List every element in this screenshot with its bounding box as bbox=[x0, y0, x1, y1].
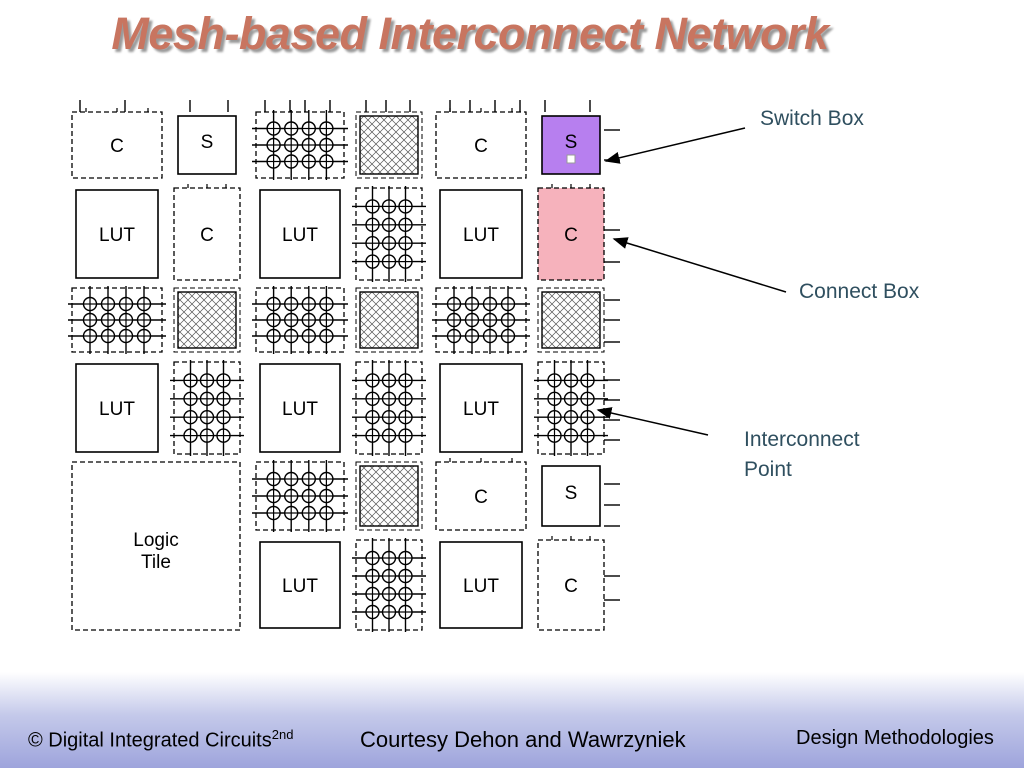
lut-block bbox=[75, 189, 159, 279]
switch-box-label: S bbox=[565, 483, 578, 504]
tile-ip4-0-2 bbox=[252, 110, 348, 180]
lut-label: LUT bbox=[99, 399, 135, 420]
logic-tile-label-line2: Tile bbox=[141, 552, 171, 573]
interconnect-point-label-line1: Interconnect bbox=[744, 428, 860, 451]
tile-x-2-1 bbox=[173, 287, 241, 353]
tile-c-0-0: C bbox=[71, 108, 163, 179]
connect-box bbox=[71, 111, 163, 179]
crossbar-switch bbox=[541, 291, 601, 349]
tile-s-4-5: S bbox=[541, 465, 601, 527]
lut-block bbox=[75, 363, 159, 453]
switch-box bbox=[541, 115, 601, 175]
connect-box-label: Connect Box bbox=[799, 280, 920, 303]
switch-box bbox=[177, 115, 237, 175]
crossbar-switch bbox=[359, 115, 419, 175]
interconnect-point-arrow bbox=[596, 407, 709, 436]
routing-wires bbox=[79, 100, 620, 601]
tile-ip4-2-2 bbox=[252, 286, 348, 354]
lut-block bbox=[439, 541, 523, 629]
switch-box-label: Switch Box bbox=[760, 107, 864, 130]
tile-ip4-2-4 bbox=[432, 286, 530, 354]
lut-block bbox=[259, 541, 341, 629]
tile-s-0-1: S bbox=[177, 115, 237, 175]
connect-box-label: C bbox=[200, 225, 214, 246]
tile-ip3-5-3 bbox=[352, 538, 426, 632]
tile-x-2-3 bbox=[355, 287, 423, 353]
tile-c-0-4: C bbox=[435, 108, 527, 179]
tile-c-1-5: C bbox=[537, 184, 605, 281]
footer-band bbox=[0, 672, 1024, 768]
tile-lut-1-4: LUT bbox=[439, 189, 523, 279]
lut-label: LUT bbox=[282, 225, 318, 246]
tile-x-0-3 bbox=[355, 111, 423, 179]
switch-box bbox=[541, 465, 601, 527]
lut-label: LUT bbox=[463, 399, 499, 420]
tile-ip3-3-1 bbox=[170, 360, 244, 456]
tile-c-5-5: C bbox=[537, 536, 605, 631]
tile-lut-3-4: LUT bbox=[439, 363, 523, 453]
tile-lut-1-0: LUT bbox=[75, 189, 159, 279]
connect-box bbox=[435, 461, 527, 531]
footer-courtesy: Courtesy Dehon and Wawrzyniek bbox=[360, 727, 686, 752]
connect-box-label: C bbox=[564, 225, 578, 246]
switch-box-label: S bbox=[201, 132, 214, 153]
callout-arrows bbox=[596, 127, 787, 436]
tile-ip4-4-2 bbox=[252, 460, 348, 532]
tile-ip3-3-3 bbox=[352, 360, 426, 456]
logic-tile-outline bbox=[71, 461, 241, 631]
lut-block bbox=[259, 189, 341, 279]
crossbar-switch bbox=[177, 291, 237, 349]
tile-ip4-2-0 bbox=[68, 286, 166, 354]
tile-c-1-1: C bbox=[173, 184, 241, 281]
connect-box bbox=[173, 187, 241, 281]
connect-box-label: C bbox=[564, 576, 578, 597]
lut-block bbox=[259, 363, 341, 453]
footer-copyright-text: © Digital Integrated Circuits bbox=[28, 729, 272, 752]
lut-label: LUT bbox=[282, 399, 318, 420]
footer-chapter: Design Methodologies bbox=[796, 727, 994, 749]
connect-box-label: C bbox=[474, 487, 488, 508]
switch-box-label: S bbox=[565, 132, 578, 153]
lut-label: LUT bbox=[282, 576, 318, 597]
tile-lut-5-2: LUT bbox=[259, 541, 341, 629]
lut-label: LUT bbox=[99, 225, 135, 246]
connect-box bbox=[537, 539, 605, 631]
slide-title: Mesh-based Interconnect Network bbox=[111, 8, 829, 59]
tile-lut-5-4: LUT bbox=[439, 541, 523, 629]
switch-box-arrow bbox=[604, 127, 746, 164]
lut-block bbox=[439, 363, 523, 453]
logic-tile-label-line1: Logic bbox=[133, 530, 178, 551]
lut-block bbox=[439, 189, 523, 279]
interconnect-point-label-line2: Point bbox=[744, 458, 792, 481]
switch-box-marker bbox=[566, 154, 576, 164]
crossbar-switch bbox=[359, 291, 419, 349]
tile-c-4-4: C bbox=[435, 458, 527, 531]
tile-lut-1-2: LUT bbox=[259, 189, 341, 279]
interconnect-point-label: Interconnect Point bbox=[744, 425, 860, 485]
tile-lut-3-0: LUT bbox=[75, 363, 159, 453]
lut-label: LUT bbox=[463, 225, 499, 246]
footer-edition: 2nd bbox=[271, 727, 294, 742]
connect-box bbox=[435, 111, 527, 179]
crossbar-switch bbox=[359, 465, 419, 527]
connect-box-label: C bbox=[110, 136, 124, 157]
tile-x-4-3 bbox=[355, 461, 423, 531]
lut-label: LUT bbox=[463, 576, 499, 597]
tile-ip3-1-3 bbox=[352, 186, 426, 282]
connect-box-arrow bbox=[612, 237, 787, 293]
connect-box-label: C bbox=[474, 136, 488, 157]
tile-ip3-3-5 bbox=[534, 360, 608, 456]
connect-box bbox=[537, 187, 605, 281]
footer-copyright: © Digital Integrated Circuits2nd bbox=[28, 727, 293, 753]
tile-s-0-5: S bbox=[541, 115, 601, 175]
tile-lut-3-2: LUT bbox=[259, 363, 341, 453]
tile-x-2-5 bbox=[537, 287, 605, 353]
